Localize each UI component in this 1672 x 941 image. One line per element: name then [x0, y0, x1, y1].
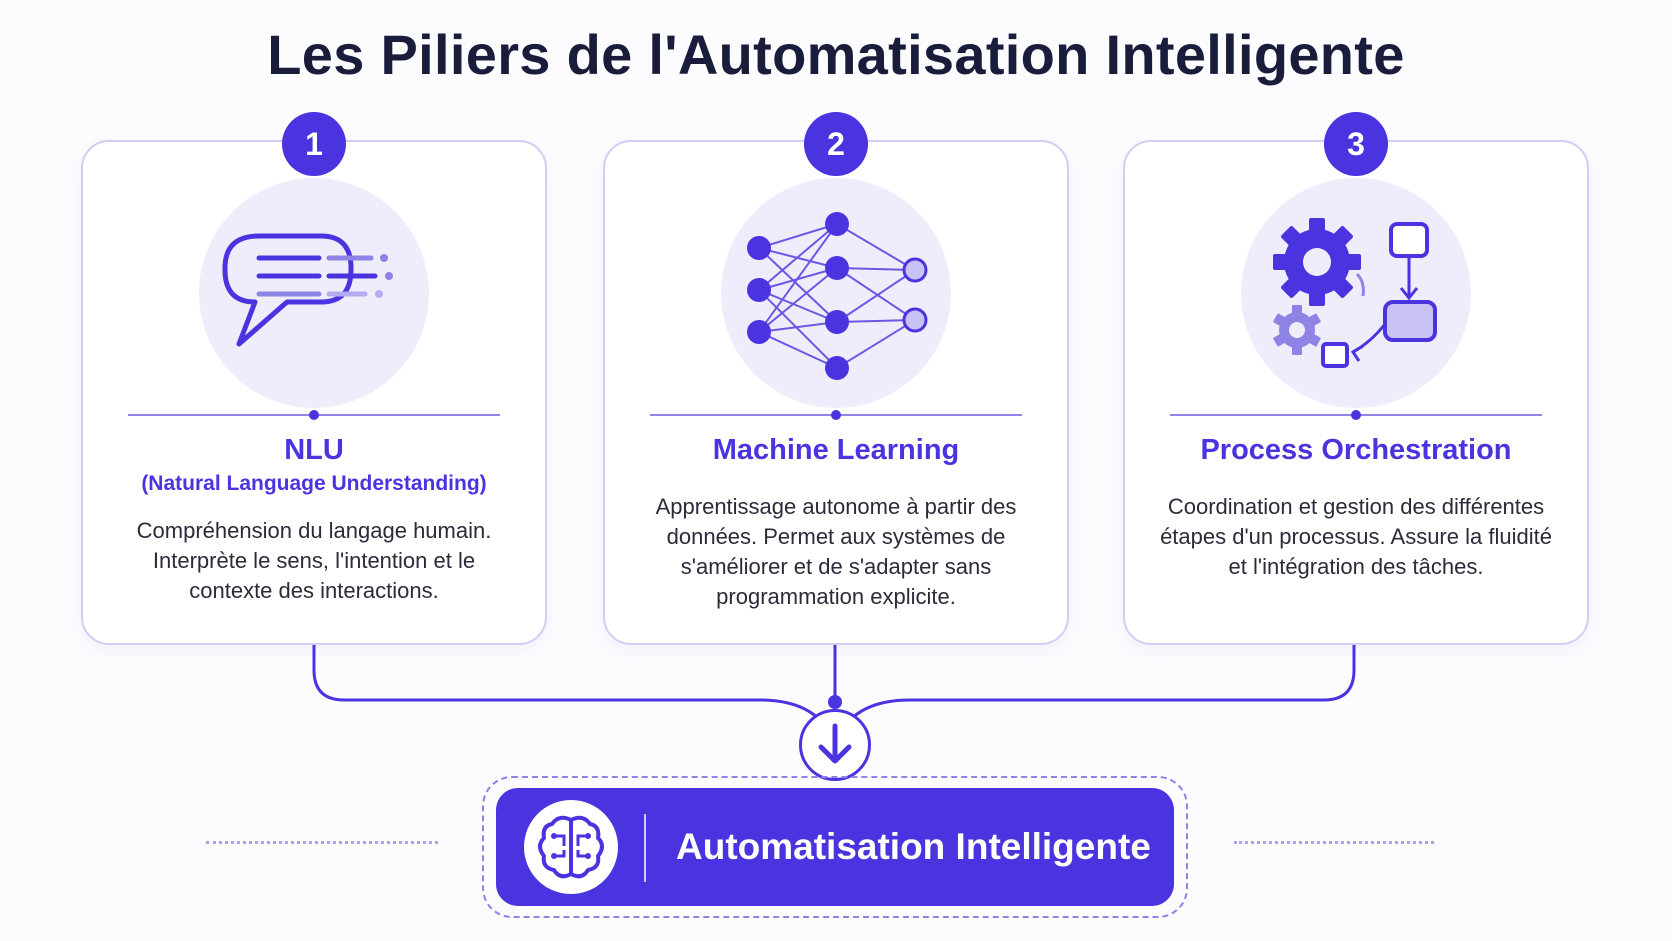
pillar-card-nlu: 1 NLU (Natural Language Understanding) C…	[81, 112, 547, 645]
chat-bubble-icon	[222, 233, 393, 347]
gear-flowchart-icon	[1273, 218, 1437, 368]
result-box: Automatisation Intelligente	[496, 788, 1174, 906]
pillar-title: Machine Learning	[712, 434, 960, 466]
result-separator	[644, 814, 646, 882]
step-badge: 1	[282, 112, 346, 176]
icon-circle	[1241, 178, 1471, 408]
brain-icon	[524, 800, 618, 894]
divider-dot	[831, 410, 841, 420]
pillar-description: Apprentissage autonome à partir des donn…	[655, 494, 1017, 609]
pillar-card-machine-learning: 2 Machine Learning Apprentissage autonom…	[603, 112, 1069, 645]
divider-dot	[309, 410, 319, 420]
pillar-description: Coordination et gestion des différentes …	[1160, 494, 1552, 579]
neural-network-icon	[747, 212, 928, 380]
pillar-description: Compréhension du langage humain. Interpr…	[136, 518, 492, 603]
pillar-title: NLU	[284, 434, 344, 466]
dotted-line-left	[206, 841, 438, 844]
pillar-card-process-orchestration: 3	[1123, 112, 1589, 645]
divider-dot	[1351, 410, 1361, 420]
result-dashed-frame	[482, 776, 1188, 918]
pillar-title: Process Orchestration	[1200, 434, 1512, 466]
step-badge: 2	[804, 112, 868, 176]
dotted-line-right	[1234, 841, 1434, 844]
page-title: Les Piliers de l'Automatisation Intellig…	[267, 23, 1405, 86]
result-label: Automatisation Intelligente	[676, 826, 1151, 867]
icon-circle	[721, 178, 951, 408]
step-badge: 3	[1324, 112, 1388, 176]
pillar-subtitle: (Natural Language Understanding)	[141, 472, 487, 495]
arrow-down-icon	[799, 709, 871, 781]
icon-circle	[199, 178, 429, 408]
